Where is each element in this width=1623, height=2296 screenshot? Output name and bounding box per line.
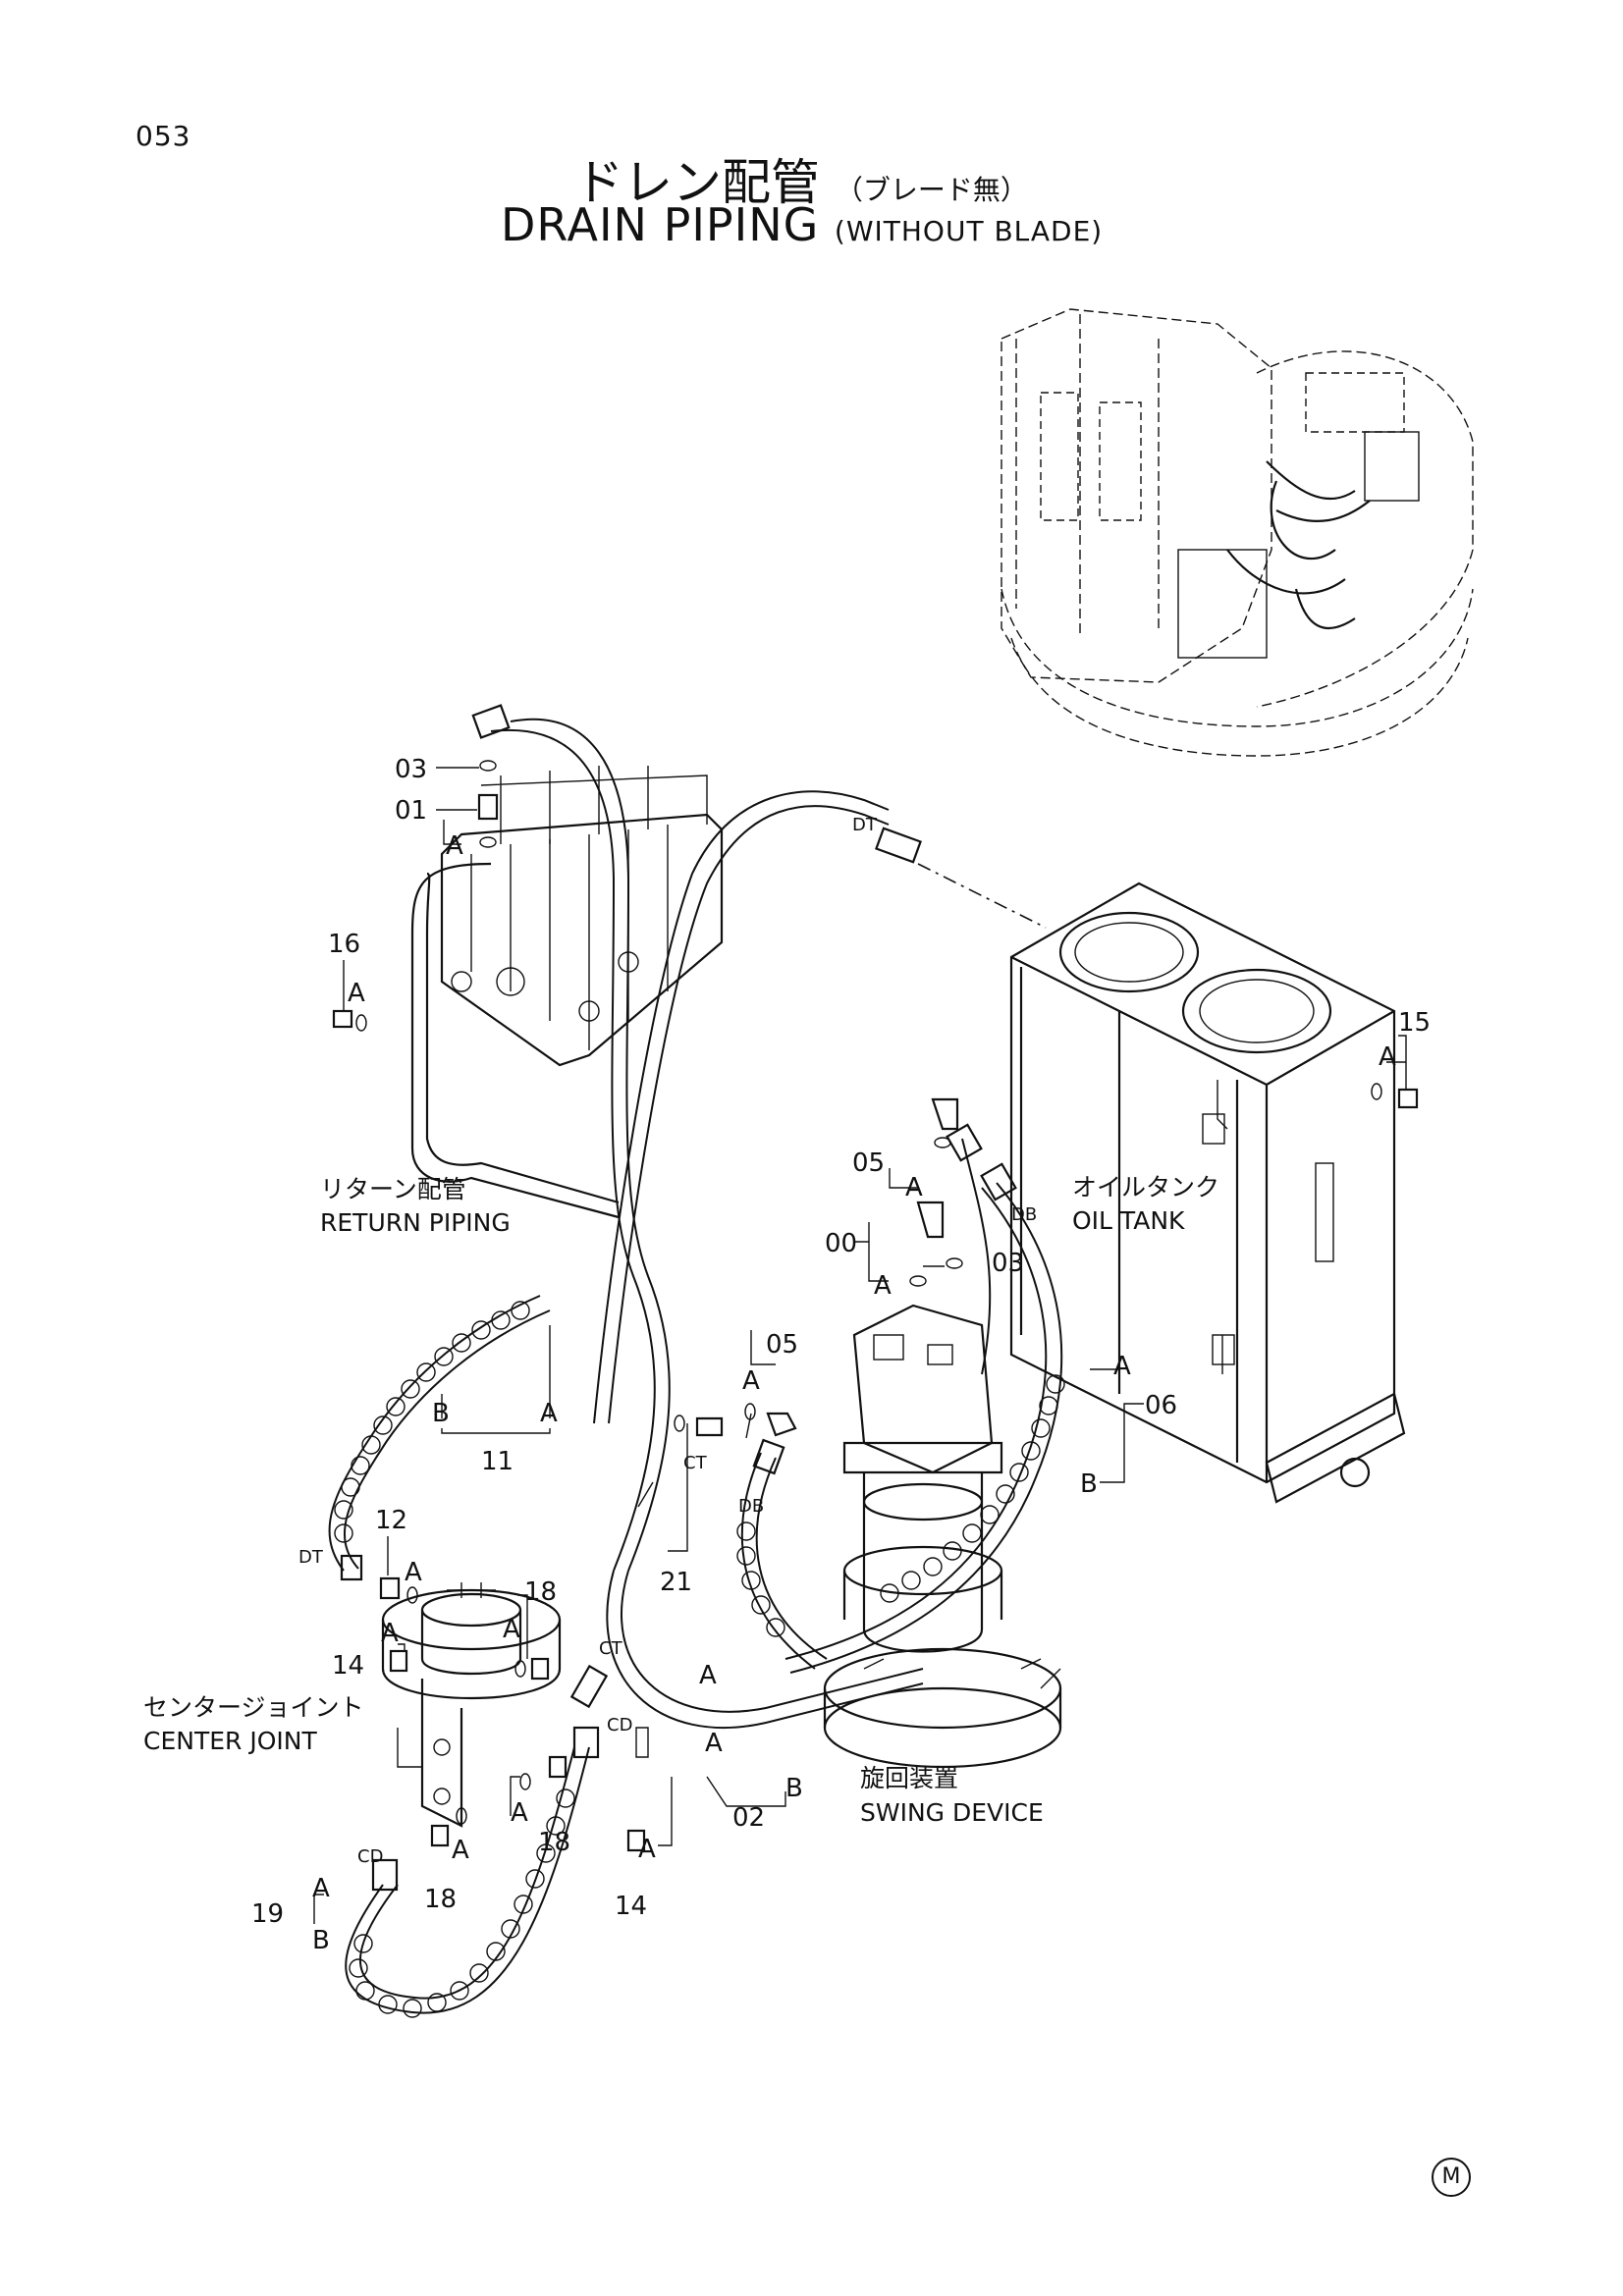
callout-11: 11 [481, 1447, 514, 1476]
callout-b-19: B [312, 1926, 330, 1955]
label-center-joint-jp: センタージョイント [143, 1693, 364, 1722]
callout-a-16: A [348, 979, 365, 1008]
callout-a-06: A [1113, 1352, 1131, 1381]
callout-06: 06 [1145, 1391, 1177, 1420]
callout-03-lower: 03 [992, 1249, 1024, 1278]
callout-b-06: B [1080, 1469, 1098, 1499]
hose-assembly-19 [345, 1726, 600, 2018]
swing-device [823, 1304, 1062, 1769]
label-swing-device-jp: 旋回装置 [860, 1764, 958, 1792]
callout-19: 19 [251, 1899, 284, 1929]
machine-overview-illustration [1001, 308, 1474, 757]
callout-a-18-upper: A [503, 1615, 520, 1644]
callout-a-02: A [705, 1729, 723, 1758]
hose-06-armor-rings [880, 1374, 1065, 1603]
hose-assembly-06 [784, 1123, 1065, 1674]
callout-a-01: A [446, 831, 463, 861]
port-tag-cd-upper: CD [607, 1715, 632, 1735]
page-number: 053 [135, 120, 191, 152]
label-center-joint-en: CENTER JOINT [143, 1727, 317, 1755]
label-swing-device-en: SWING DEVICE [860, 1798, 1044, 1827]
label-oil-tank-en: OIL TANK [1072, 1206, 1185, 1235]
port-tag-ct-upper: CT [683, 1453, 708, 1473]
callout-a-02-upper: A [699, 1661, 717, 1690]
port-tag-ct-lower: CT [599, 1638, 623, 1659]
callout-02: 02 [732, 1803, 765, 1833]
callout-numbers: 03 01 A 16 A 15 A 05 A 00 A 03 A 06 B 05… [251, 755, 1431, 1955]
title-english-sub: (WITHOUT BLADE) [834, 215, 1104, 247]
callout-18-mid: 18 [538, 1828, 570, 1857]
label-return-piping-en: RETURN PIPING [320, 1208, 511, 1237]
copyright-mark: M [1432, 2158, 1471, 2197]
callout-21: 21 [660, 1568, 692, 1597]
port-tag-cd-hose-19: CD [357, 1846, 383, 1867]
callout-a-18-lower: A [452, 1836, 469, 1865]
callout-15: 15 [1398, 1008, 1431, 1038]
callout-05-lower: 05 [766, 1330, 798, 1360]
callout-a-18-mid: A [511, 1798, 528, 1828]
fittings [332, 760, 1419, 1852]
callout-05-upper: 05 [852, 1148, 885, 1178]
center-joint [381, 1582, 562, 1828]
callout-14-upper: 14 [332, 1651, 364, 1681]
callout-a-12: A [405, 1558, 422, 1587]
callout-00: 00 [825, 1229, 857, 1258]
component-labels: リターン配管 RETURN PIPING オイルタンク OIL TANK センタ… [143, 1173, 1219, 1827]
port-tag-dt-hose-11: DT [298, 1547, 324, 1568]
callout-b-02: B [785, 1774, 803, 1803]
oil-tank [1009, 881, 1406, 1504]
title-japanese-sub: （ブレード無） [835, 174, 1028, 206]
callout-01: 01 [395, 796, 427, 826]
callout-a-05-upper: A [905, 1173, 923, 1202]
callout-a-19: A [312, 1874, 330, 1903]
port-tag-dt-tank: DT [852, 815, 878, 835]
title-english: DRAIN PIPING (WITHOUT BLADE) [501, 198, 1103, 251]
port-tag-db-swing: DB [738, 1496, 764, 1517]
callout-a-14-upper: A [381, 1619, 399, 1648]
callout-a-15: A [1379, 1042, 1396, 1072]
label-return-piping-jp: リターン配管 [320, 1175, 466, 1203]
hose-assembly-02 [736, 1438, 828, 1670]
callout-18-lower: 18 [424, 1885, 457, 1914]
hose-19-armor-rings [349, 1789, 575, 2018]
hose-11-armor-rings [334, 1301, 530, 1543]
port-tag-db-tank: DB [1011, 1204, 1037, 1225]
callout-a-05-lower: A [742, 1366, 760, 1396]
callout-a-00: A [874, 1271, 892, 1301]
callout-12: 12 [375, 1506, 407, 1535]
callout-18-upper: 18 [524, 1577, 557, 1607]
label-oil-tank-jp: オイルタンク [1072, 1173, 1219, 1201]
callout-b-11: B [432, 1399, 450, 1428]
port-tags: DT DB CT DB DT CT CD CD [298, 815, 1037, 1867]
title-japanese-main: ドレン配管 [574, 154, 820, 211]
title-english-main: DRAIN PIPING [501, 198, 820, 251]
callout-16: 16 [328, 930, 360, 959]
callout-leaders [313, 767, 1407, 1924]
callout-a-14-lower: A [638, 1835, 656, 1864]
hose-assembly-11 [328, 1295, 551, 1581]
callout-14-lower: 14 [615, 1892, 647, 1921]
callout-03-upper: 03 [395, 755, 427, 784]
title-japanese: ドレン配管 （ブレード無） [574, 143, 1028, 214]
return-hose [471, 704, 924, 1729]
dt-drain-hose [593, 790, 1047, 1424]
control-valve-assembly [410, 766, 724, 1219]
callout-a-11: A [540, 1399, 558, 1428]
